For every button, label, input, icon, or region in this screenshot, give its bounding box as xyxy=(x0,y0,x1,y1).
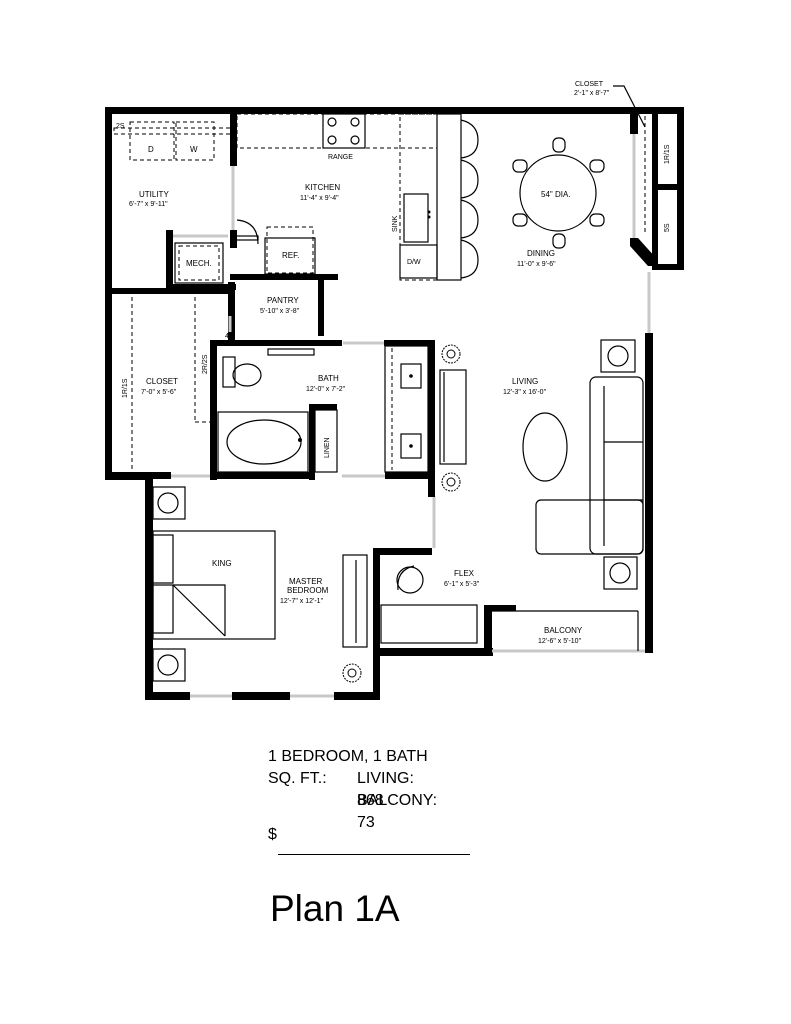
bath: BATH 12'-0" x 7'-2" LINEN xyxy=(217,345,429,473)
flex: FLEX 6'-1" x 5'-3" xyxy=(380,565,480,644)
ref-label: REF. xyxy=(282,251,299,260)
door-openings xyxy=(171,166,385,478)
closet-top-name: CLOSET xyxy=(575,81,604,88)
price-symbol: $ xyxy=(268,826,277,843)
left-closet: 1R/1S 2R/2S CLOSET 7'-0" x 5'-6" xyxy=(122,297,210,470)
dryer-label: D xyxy=(148,145,154,154)
washer-label: W xyxy=(190,145,198,154)
shelf-1r1s-left-label: 1R/1S xyxy=(122,378,129,398)
master-bedroom: KING MASTER BEDROOM 12'-7" x 12'-1" xyxy=(152,486,368,683)
nightstand-2 xyxy=(152,648,186,682)
pantry: PANTRY 5'-10" x 3'-8" 4S xyxy=(225,296,300,340)
closet-left-size: 7'-0" x 5'-6" xyxy=(141,389,177,396)
balcony: BALCONY 12'-6" x 5'-10" xyxy=(492,610,639,651)
living-size: 12'-3" x 16'-0" xyxy=(503,389,547,396)
sink-label: SINK xyxy=(392,215,399,232)
sink xyxy=(403,193,429,243)
kitchen-name: KITCHEN xyxy=(305,183,340,192)
range-label: RANGE xyxy=(328,154,353,161)
master-name1: MASTER xyxy=(289,577,323,586)
coffee-table xyxy=(522,412,568,482)
shelf-1r1s-top-label: 1R/1S xyxy=(664,144,671,164)
pantry-name: PANTRY xyxy=(267,296,299,305)
interior-walls xyxy=(105,114,435,497)
shelf-5s-label: 5S xyxy=(664,223,671,232)
kitchen-size: 11'-4" x 9'-4" xyxy=(300,195,339,202)
sqft-label: SQ. FT.: xyxy=(268,770,327,787)
media-console xyxy=(439,369,467,465)
flex-name: FLEX xyxy=(454,569,475,578)
table-label: 54" DIA. xyxy=(541,190,571,199)
closet-left-name: CLOSET xyxy=(146,377,178,386)
living-sqft: LIVING: 868 xyxy=(357,770,414,809)
plant-icon xyxy=(342,663,362,683)
bath-size: 12'-0" x 7'-2" xyxy=(306,386,346,393)
end-table-2 xyxy=(603,556,638,590)
utility-name: UTILITY xyxy=(139,190,169,199)
sofa xyxy=(589,376,644,555)
plan-title: Plan 1A xyxy=(270,888,400,929)
door-leaf xyxy=(235,235,259,241)
balcony-size: 12'-6" x 5'-10" xyxy=(538,638,582,645)
plant-icon xyxy=(441,472,461,492)
dresser xyxy=(342,554,368,648)
living-name: LIVING xyxy=(512,377,538,386)
utility-size: 6'-7" x 9'-11" xyxy=(129,201,168,208)
unit-summary: 1 BEDROOM, 1 BATH SQ. FT.: LIVING: 868 B… xyxy=(268,746,437,831)
kitchen: RANGE KITCHEN 11'-4" x 9'-4" SINK D/W RE… xyxy=(236,113,479,281)
living: LIVING 12'-3" x 16'-0" xyxy=(439,339,644,590)
balcony-sqft: BALCONY: 73 xyxy=(357,792,438,831)
desk xyxy=(380,604,478,644)
closet-top-size: 2'-1" x 8'-7" xyxy=(574,90,610,97)
linen-label: LINEN xyxy=(324,437,331,458)
top-closet: CLOSET 2'-1" x 8'-7" 1R/1S 5S xyxy=(574,81,671,232)
shelf-4s-label: 4S xyxy=(225,333,234,340)
dining-table xyxy=(519,154,597,232)
floor-plan: D W 2S UTILITY 6'-7" x 9'-11" MECH. RANG… xyxy=(105,81,684,700)
end-table xyxy=(600,339,636,373)
nightstand xyxy=(152,486,186,520)
flex-chair xyxy=(396,566,424,594)
dining: 54" DIA. DINING 11'-0" x 9'-6" xyxy=(512,137,605,268)
refrigerator xyxy=(264,237,316,275)
bath-name: BATH xyxy=(318,374,339,383)
king-label: KING xyxy=(212,559,232,568)
master-name2: BEDROOM xyxy=(287,586,329,595)
mech-label: MECH. xyxy=(186,259,212,268)
unit-type: 1 BEDROOM, 1 BATH xyxy=(268,748,428,765)
dw-label: D/W xyxy=(407,259,421,266)
window-openings xyxy=(190,134,651,698)
shelf-2s-label: 2S xyxy=(116,123,125,130)
pantry-size: 5'-10" x 3'-8" xyxy=(260,308,300,315)
flex-size: 6'-1" x 5'-3" xyxy=(444,581,480,588)
bathtub xyxy=(217,411,309,473)
plant-icon xyxy=(441,344,461,364)
price-line xyxy=(278,854,470,855)
chaise xyxy=(535,499,644,555)
balcony-name: BALCONY xyxy=(544,626,583,635)
master-size: 12'-7" x 12'-1" xyxy=(280,598,324,605)
dining-name: DINING xyxy=(527,249,555,258)
mech-closet xyxy=(174,242,224,284)
shelf-2r2s-label: 2R/2S xyxy=(202,354,209,374)
utility-room: D W 2S UTILITY 6'-7" x 9'-11" MECH. xyxy=(113,121,233,284)
dining-size: 11'-0" x 9'-6" xyxy=(517,261,556,268)
